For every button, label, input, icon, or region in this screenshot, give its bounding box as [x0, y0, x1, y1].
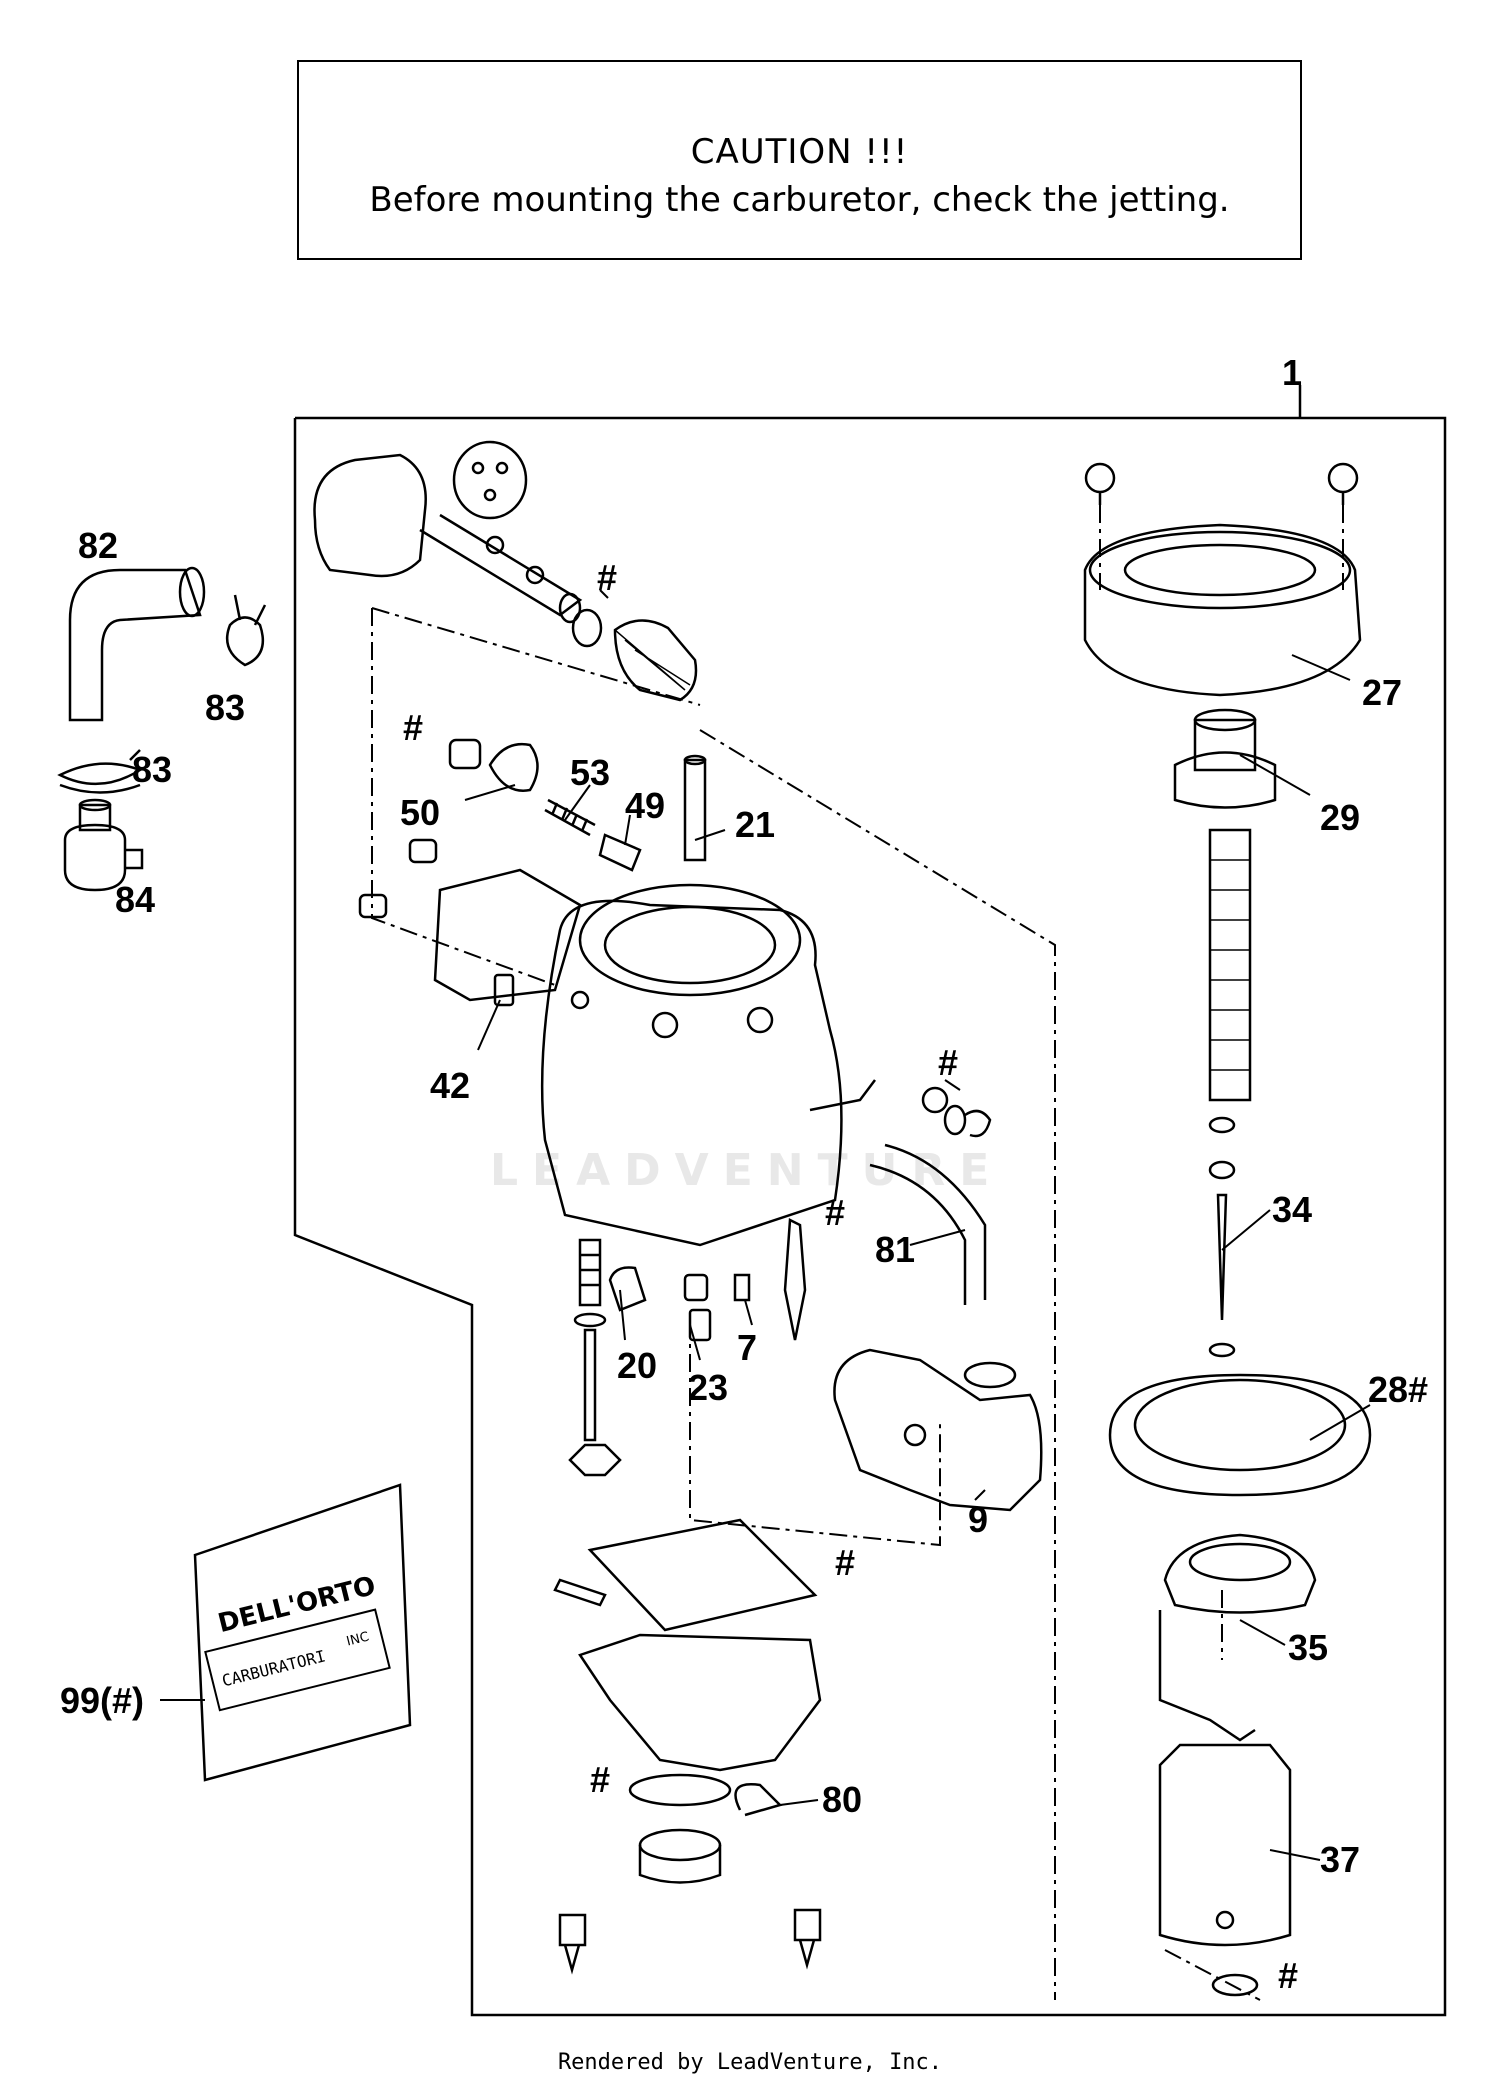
footer-credit: Rendered by LeadVenture, Inc.	[557, 2050, 943, 2075]
callout-53: 53	[570, 752, 611, 793]
part-82-hose	[68, 568, 202, 722]
part-83-clamp-b	[57, 749, 143, 794]
float-bowl	[578, 1633, 822, 1772]
float-bowl-gasket	[587, 1518, 818, 1632]
callout-42: 42	[430, 1065, 471, 1106]
part-35	[1163, 1533, 1317, 1614]
part-20	[608, 1266, 647, 1312]
part-34-needle	[1216, 1193, 1228, 1321]
callout-80: 80	[822, 1779, 863, 1820]
part-50	[488, 742, 539, 792]
part-83-clamp-a	[225, 594, 267, 667]
callout-7: 7	[737, 1327, 758, 1368]
callout-23: 23	[688, 1367, 729, 1408]
callout-29: 29	[1320, 797, 1361, 838]
part-84-fitting	[63, 823, 127, 892]
callout-83-b: 83	[132, 749, 173, 790]
watermark-text: LEADVENTURE	[490, 1145, 1004, 1196]
callout-9: 9	[968, 1499, 989, 1540]
callout-35: 35	[1288, 1627, 1329, 1668]
callout-50: 50	[400, 792, 441, 833]
callout-28: 28#	[1368, 1369, 1429, 1410]
throttle-cable-housing	[313, 453, 427, 578]
carb-body	[540, 899, 843, 1247]
part-99-kit-bag	[193, 1483, 412, 1782]
slide-spring	[1208, 828, 1252, 1102]
throttle-return-spring	[613, 619, 698, 702]
part-28-diaphragm	[1108, 1373, 1372, 1497]
callout-hash-6: #	[590, 1759, 611, 1800]
part-81-hose	[869, 1143, 987, 1305]
callout-hash-2: #	[403, 707, 424, 748]
callout-34: 34	[1272, 1189, 1313, 1230]
callout-hash-7: #	[1278, 1955, 1299, 1996]
callout-1: 1	[1282, 352, 1303, 393]
needle-jet-spring	[578, 1238, 602, 1307]
callout-hash-1: #	[597, 557, 618, 598]
part-29	[1173, 751, 1277, 809]
part-37-slide	[1158, 1743, 1292, 1947]
callout-81: 81	[875, 1229, 916, 1270]
callout-84: 84	[115, 879, 156, 920]
callout-hash-5: #	[835, 1542, 856, 1583]
part-27-cover	[1083, 523, 1362, 697]
callout-82: 82	[78, 525, 119, 566]
callout-27: 27	[1362, 672, 1403, 713]
assembly-outline	[293, 416, 1447, 2017]
callout-37: 37	[1320, 1839, 1361, 1880]
callout-20: 20	[617, 1345, 658, 1386]
caution-title: CAUTION !!!	[690, 132, 909, 172]
callout-49: 49	[625, 785, 666, 826]
part-9-float	[833, 1348, 1043, 1512]
callout-hash-4: #	[825, 1192, 846, 1233]
callout-83-a: 83	[205, 687, 246, 728]
caution-text: Before mounting the carburetor, check th…	[369, 180, 1230, 220]
part-49	[598, 833, 642, 872]
part-53-spring	[544, 798, 596, 837]
callout-99: 99(#)	[60, 1680, 145, 1721]
part-21-tube	[683, 758, 707, 862]
callout-21: 21	[735, 804, 776, 845]
caution-box: CAUTION !!! Before mounting the carburet…	[297, 60, 1302, 260]
callout-hash-3: #	[938, 1042, 959, 1083]
part-80	[734, 1783, 783, 1817]
